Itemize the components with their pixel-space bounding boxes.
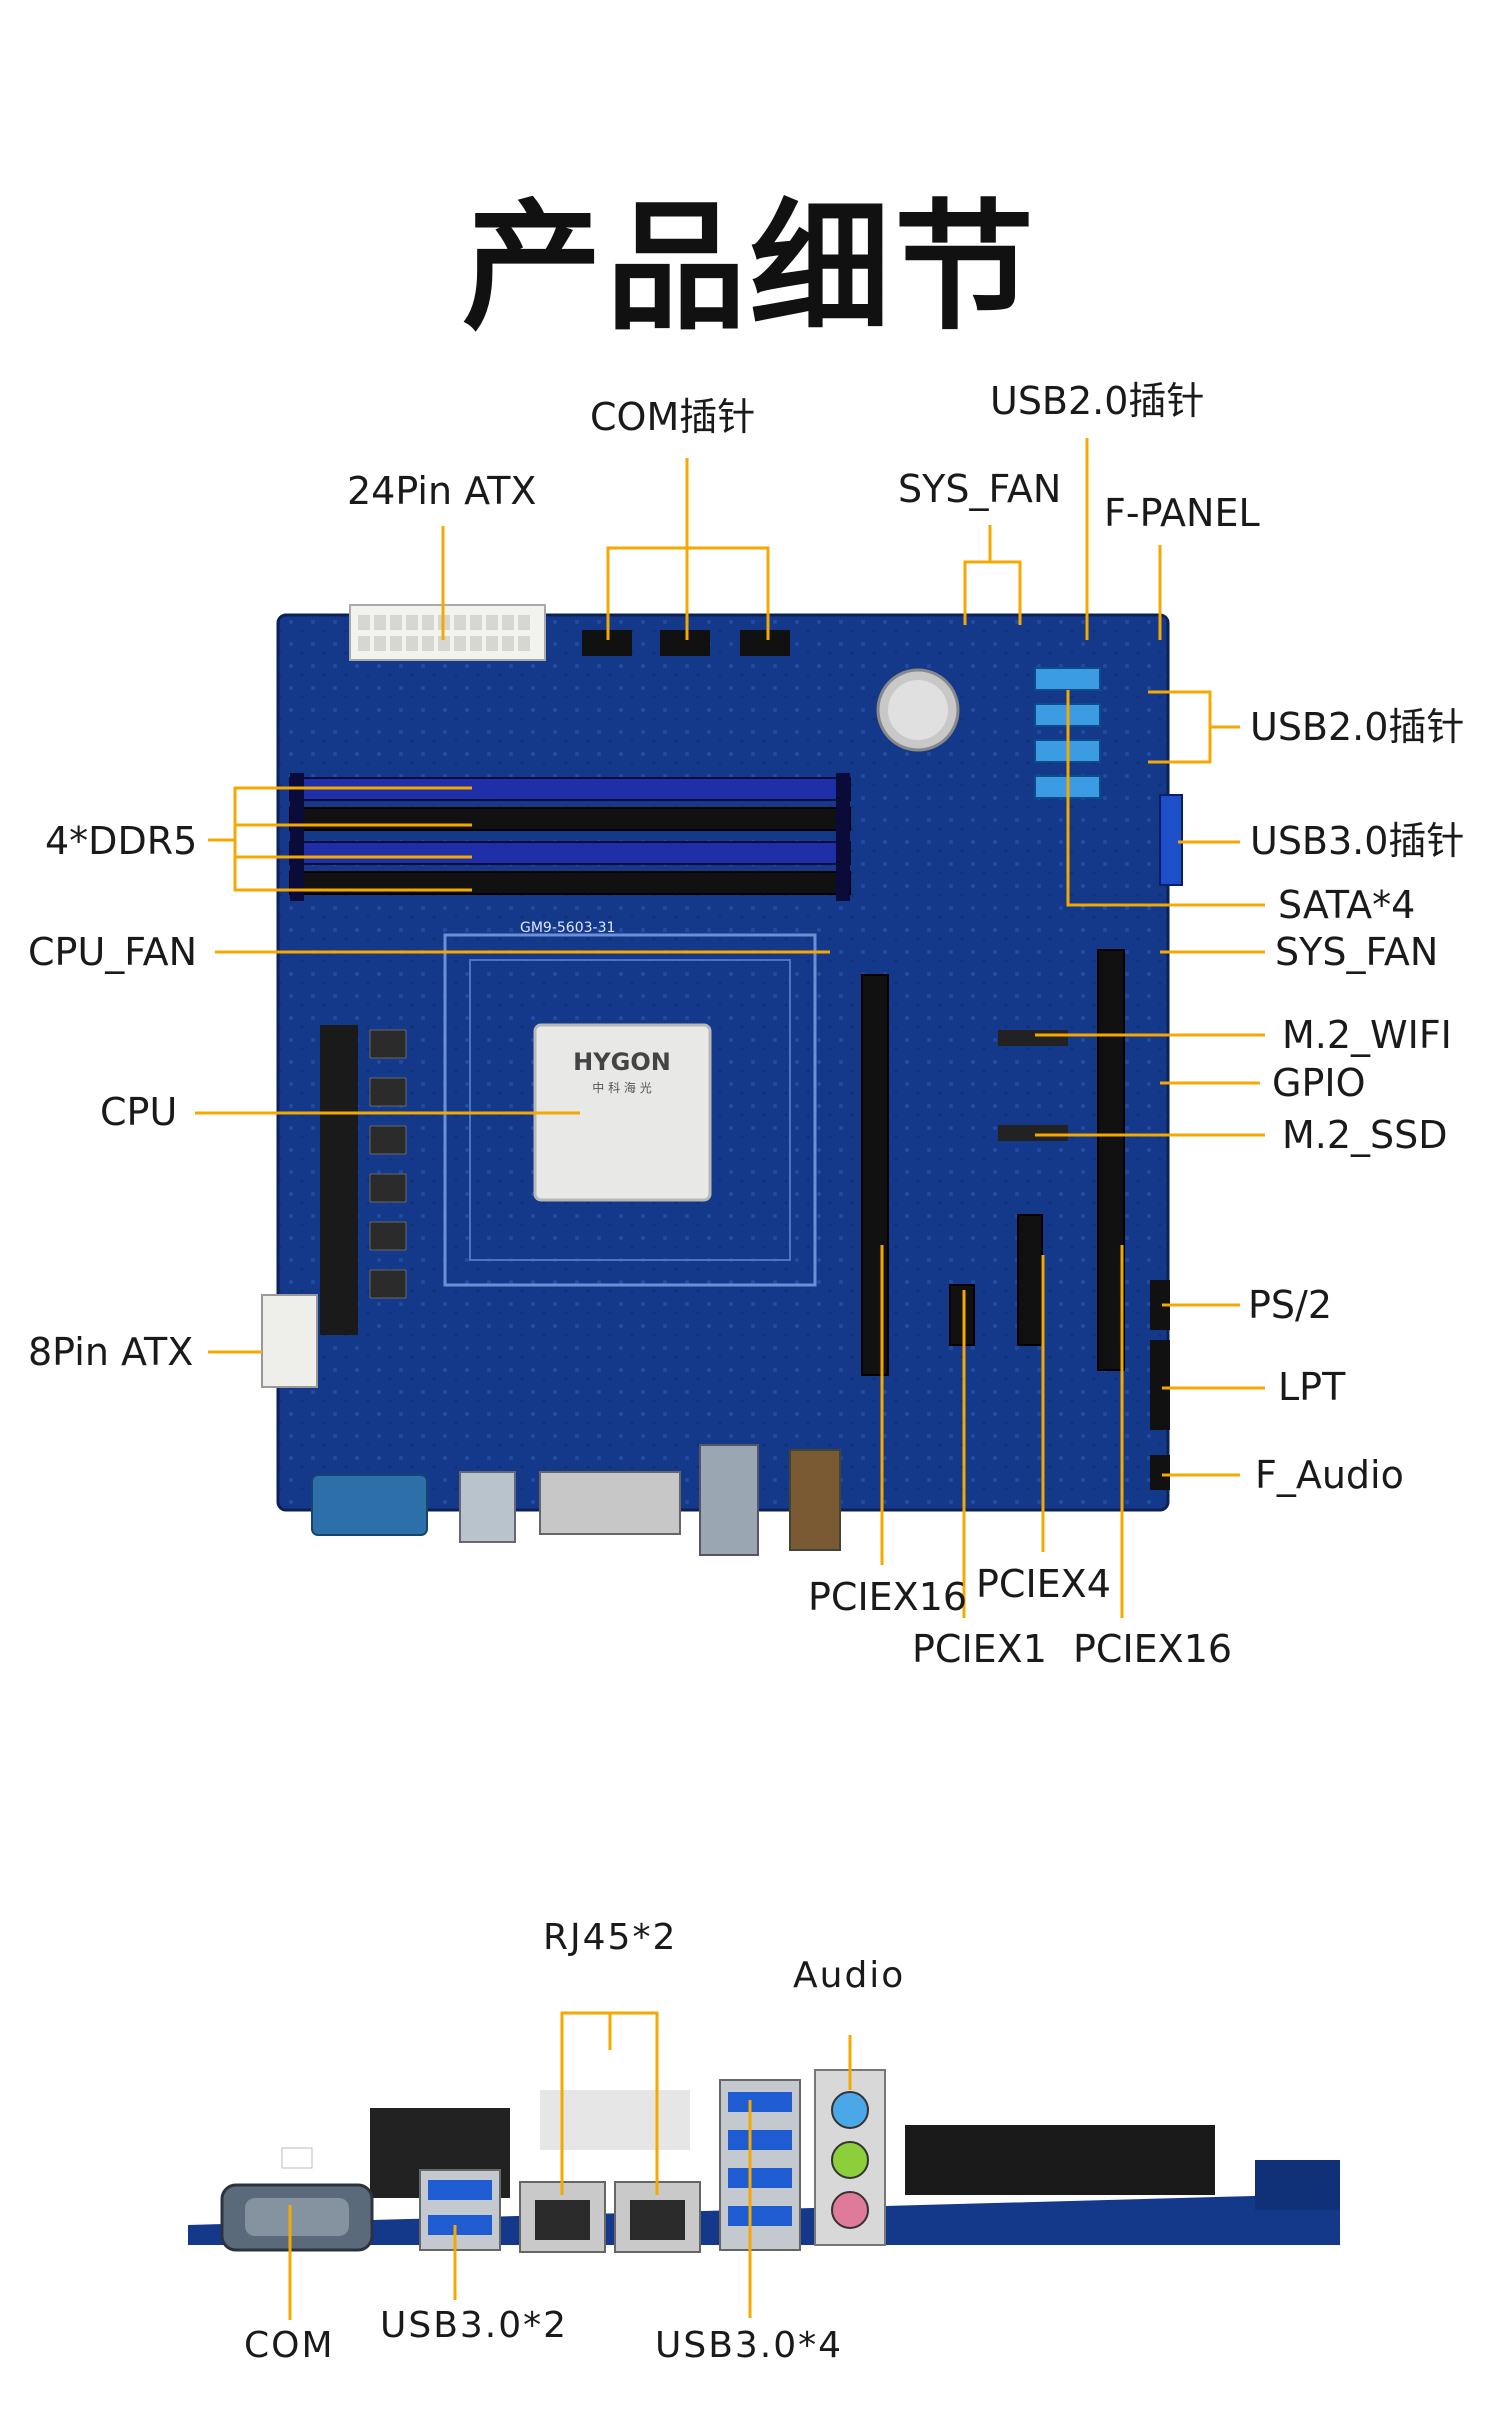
label-cpu: CPU	[100, 1090, 178, 1134]
board-model: GM9-5603-31	[520, 920, 615, 936]
label-m2-ssd: M.2_SSD	[1282, 1113, 1448, 1157]
label-usb30-2: USB3.0*2	[380, 2305, 569, 2346]
label-cpu-fan: CPU_FAN	[28, 930, 198, 974]
atx8-connector	[261, 1294, 318, 1388]
heatsink-vrm	[320, 1025, 358, 1335]
label-f-panel: F-PANEL	[1104, 491, 1260, 535]
label-usb30-header: USB3.0插针	[1250, 819, 1465, 863]
label-m2-wifi: M.2_WIFI	[1282, 1013, 1452, 1057]
cpu-brand-cn: 中 科 海 光	[592, 1080, 651, 1095]
label-com: COM	[244, 2325, 335, 2366]
rear-io-view	[188, 2069, 1340, 2253]
label-pciex16-a: PCIEX16	[808, 1575, 968, 1619]
cpu-brand: HYGON	[573, 1048, 671, 1076]
label-usb20-header-right: USB2.0插针	[1250, 705, 1465, 749]
label-pciex1: PCIEX1	[912, 1627, 1047, 1671]
label-f-audio: F_Audio	[1255, 1453, 1404, 1497]
vrm-chokes	[369, 1029, 407, 1299]
label-ddr5: 4*DDR5	[45, 819, 198, 863]
label-sys-fan-top: SYS_FAN	[898, 467, 1062, 511]
atx24-connector	[349, 604, 546, 661]
label-ps2: PS/2	[1248, 1283, 1333, 1327]
cpu-socket-frame	[443, 933, 817, 1287]
rear-com-port	[311, 1474, 428, 1536]
callout-lines	[195, 438, 1265, 1618]
label-com-header: COM插针	[590, 395, 756, 439]
label-usb20-header-top: USB2.0插针	[990, 379, 1205, 423]
label-usb30-4: USB3.0*4	[655, 2325, 844, 2366]
label-gpio: GPIO	[1272, 1061, 1366, 1105]
label-rj45: RJ45*2	[543, 1917, 678, 1958]
label-sys-fan-right: SYS_FAN	[1275, 930, 1439, 974]
page-title: 产品细节	[461, 187, 1038, 350]
label-pciex16-b: PCIEX16	[1073, 1627, 1233, 1671]
rear-io-callout-lines	[288, 2011, 852, 2320]
label-sata: SATA*4	[1278, 883, 1416, 927]
label-audio: Audio	[793, 1955, 906, 1996]
label-atx24: 24Pin ATX	[347, 469, 537, 513]
label-lpt: LPT	[1278, 1365, 1346, 1409]
label-pciex4: PCIEX4	[976, 1562, 1111, 1606]
pcie-slots	[861, 949, 1125, 1376]
label-atx8: 8Pin ATX	[28, 1330, 194, 1374]
